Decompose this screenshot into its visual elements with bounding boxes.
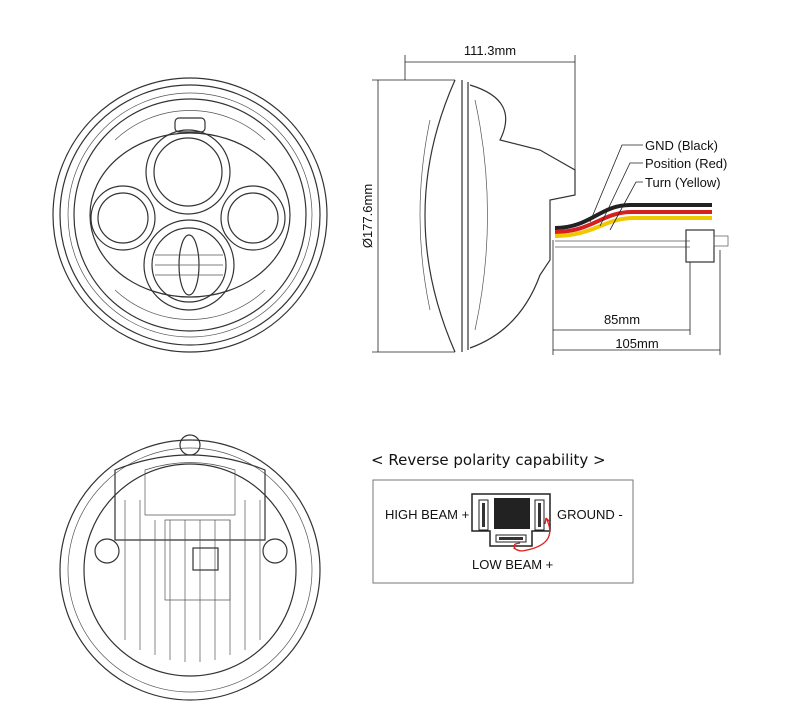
wire-gnd [554, 203, 712, 230]
connector-plug [685, 229, 715, 263]
cable-105-dimension: 105mm [615, 336, 658, 351]
dimension-lines [372, 55, 721, 355]
side-view [419, 79, 729, 353]
connector-diagram [471, 493, 551, 552]
depth-dimension: 111.3mm [464, 43, 516, 58]
cable-85-dimension: 85mm [604, 312, 640, 327]
diameter-dimension: Ø177.6mm [360, 184, 375, 248]
polarity-title: < Reverse polarity capability > [371, 451, 606, 469]
high-beam-label: HIGH BEAM + [385, 507, 469, 522]
wire-position [554, 210, 712, 234]
front-view [52, 77, 328, 353]
polarity-box [372, 479, 634, 584]
wire-label-gnd: GND (Black) [645, 138, 718, 153]
wire-turn [554, 216, 712, 238]
ground-label: GROUND - [557, 507, 623, 522]
back-view [59, 434, 321, 701]
wire-label-turn: Turn (Yellow) [645, 175, 721, 190]
low-beam-label: LOW BEAM + [472, 557, 553, 572]
wire-label-position: Position (Red) [645, 156, 727, 171]
